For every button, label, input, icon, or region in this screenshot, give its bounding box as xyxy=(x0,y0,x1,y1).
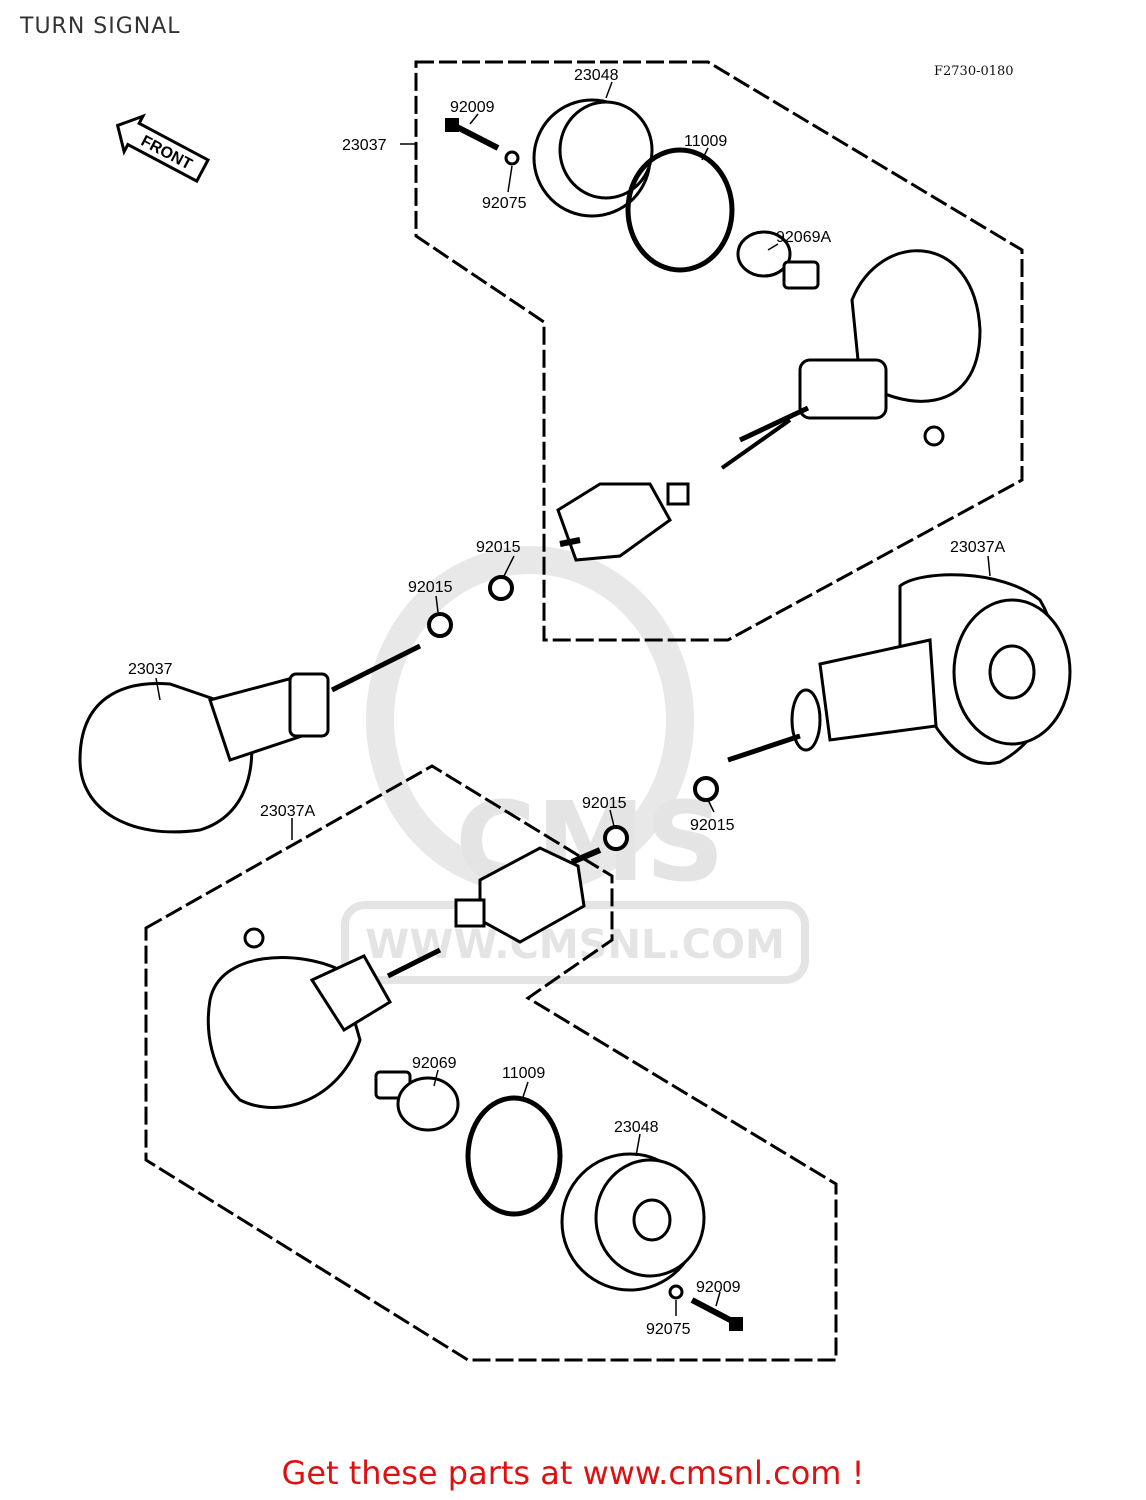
diagram-code: F2730-0180 xyxy=(934,64,1014,79)
label-92015-b: 92015 xyxy=(408,579,453,596)
label-23037a-bottom: 23037A xyxy=(260,803,315,820)
part-labels: 23048 92009 23037 11009 92075 92069A 920… xyxy=(128,67,1005,1338)
bulb-92069 xyxy=(374,1070,460,1132)
screw-92009-top xyxy=(445,118,500,151)
bulb-92069a xyxy=(736,230,820,290)
stem-lower xyxy=(454,846,602,944)
nut-92015-a xyxy=(488,575,514,601)
label-92015-a: 92015 xyxy=(476,539,521,556)
nut-92015-c xyxy=(693,776,719,802)
housing-23037-left xyxy=(78,643,422,834)
lens-23048-top xyxy=(532,98,654,218)
label-92075-bottom: 92075 xyxy=(646,1321,691,1338)
housing-lower xyxy=(206,947,442,1109)
label-23037-top: 23037 xyxy=(342,137,387,154)
screw-housing-top xyxy=(923,425,945,447)
label-11009-top: 11009 xyxy=(684,133,727,150)
watermark-url: WWW.CMSNL.COM xyxy=(365,922,785,968)
leader-lines xyxy=(155,81,991,1316)
footer-parts-link[interactable]: Get these parts at www.cmsnl.com ! xyxy=(281,1454,865,1492)
label-92069: 92069 xyxy=(412,1055,457,1072)
watermark: CMS WWW.CMSNL.COM xyxy=(341,546,809,984)
housing-23037a-right xyxy=(727,573,1072,765)
screw-housing-bottom xyxy=(243,927,265,949)
label-92075-top: 92075 xyxy=(482,195,527,212)
gasket-11009-top xyxy=(625,147,735,273)
label-92015-d: 92015 xyxy=(582,795,627,812)
label-23048-top: 23048 xyxy=(574,67,619,84)
upper-assembly-boundary xyxy=(414,60,1024,642)
label-23048-bottom: 23048 xyxy=(614,1119,659,1136)
housing-upper-right xyxy=(720,249,982,470)
nut-92015-d xyxy=(603,825,629,851)
nut-92015-b xyxy=(427,612,453,638)
label-92009-top: 92009 xyxy=(450,99,495,116)
lower-assembly-boundary xyxy=(144,764,838,1362)
label-92009-bottom: 92009 xyxy=(696,1279,741,1296)
nut-92075-bottom xyxy=(668,1284,684,1300)
label-92015-c: 92015 xyxy=(690,817,735,834)
label-23037-left: 23037 xyxy=(128,661,173,678)
label-92069a: 92069A xyxy=(776,229,831,246)
front-arrow: FRONT xyxy=(115,113,211,184)
gasket-11009-bottom xyxy=(465,1095,563,1217)
page-title: TURN SIGNAL xyxy=(20,14,181,39)
nut-92075-top xyxy=(504,150,520,166)
label-23037a-right: 23037A xyxy=(950,539,1005,556)
screw-92009-bottom xyxy=(690,1297,743,1331)
label-11009-bottom: 11009 xyxy=(502,1065,545,1082)
stem-upper xyxy=(556,482,690,562)
lens-23048-bottom xyxy=(560,1152,706,1292)
